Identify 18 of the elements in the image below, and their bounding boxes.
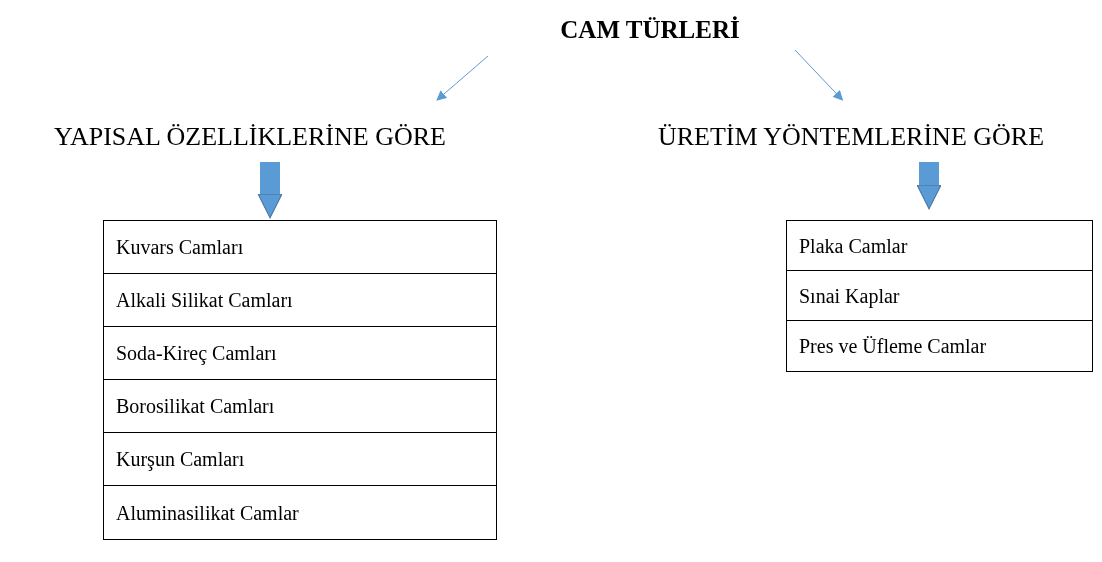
table-row: Kurşun Camları: [104, 433, 496, 486]
table-row: Alkali Silikat Camları: [104, 274, 496, 327]
arrow: [794, 49, 844, 101]
category-heading: ÜRETİM YÖNTEMLERİNE GÖRE: [600, 116, 1102, 156]
table-row: Borosilikat Camları: [104, 380, 496, 433]
list-table: [103, 220, 497, 540]
block-arrow: [257, 162, 283, 219]
title-heading: CAM TÜRLERİ: [520, 12, 780, 48]
table-row: Plaka Camlar: [787, 221, 1092, 271]
list-table: [786, 220, 1093, 372]
table-row: Aluminasilikat Camlar: [104, 486, 496, 539]
block-arrow: [916, 162, 942, 210]
table-row: Pres ve Üfleme Camlar: [787, 321, 1092, 371]
category-heading: YAPISAL ÖZELLİKLERİNE GÖRE: [0, 116, 500, 156]
table-row: Sınai Kaplar: [787, 271, 1092, 321]
table-row: Kuvars Camları: [104, 221, 496, 274]
table-row: Soda-Kireç Camları: [104, 327, 496, 380]
arrow: [436, 55, 489, 101]
